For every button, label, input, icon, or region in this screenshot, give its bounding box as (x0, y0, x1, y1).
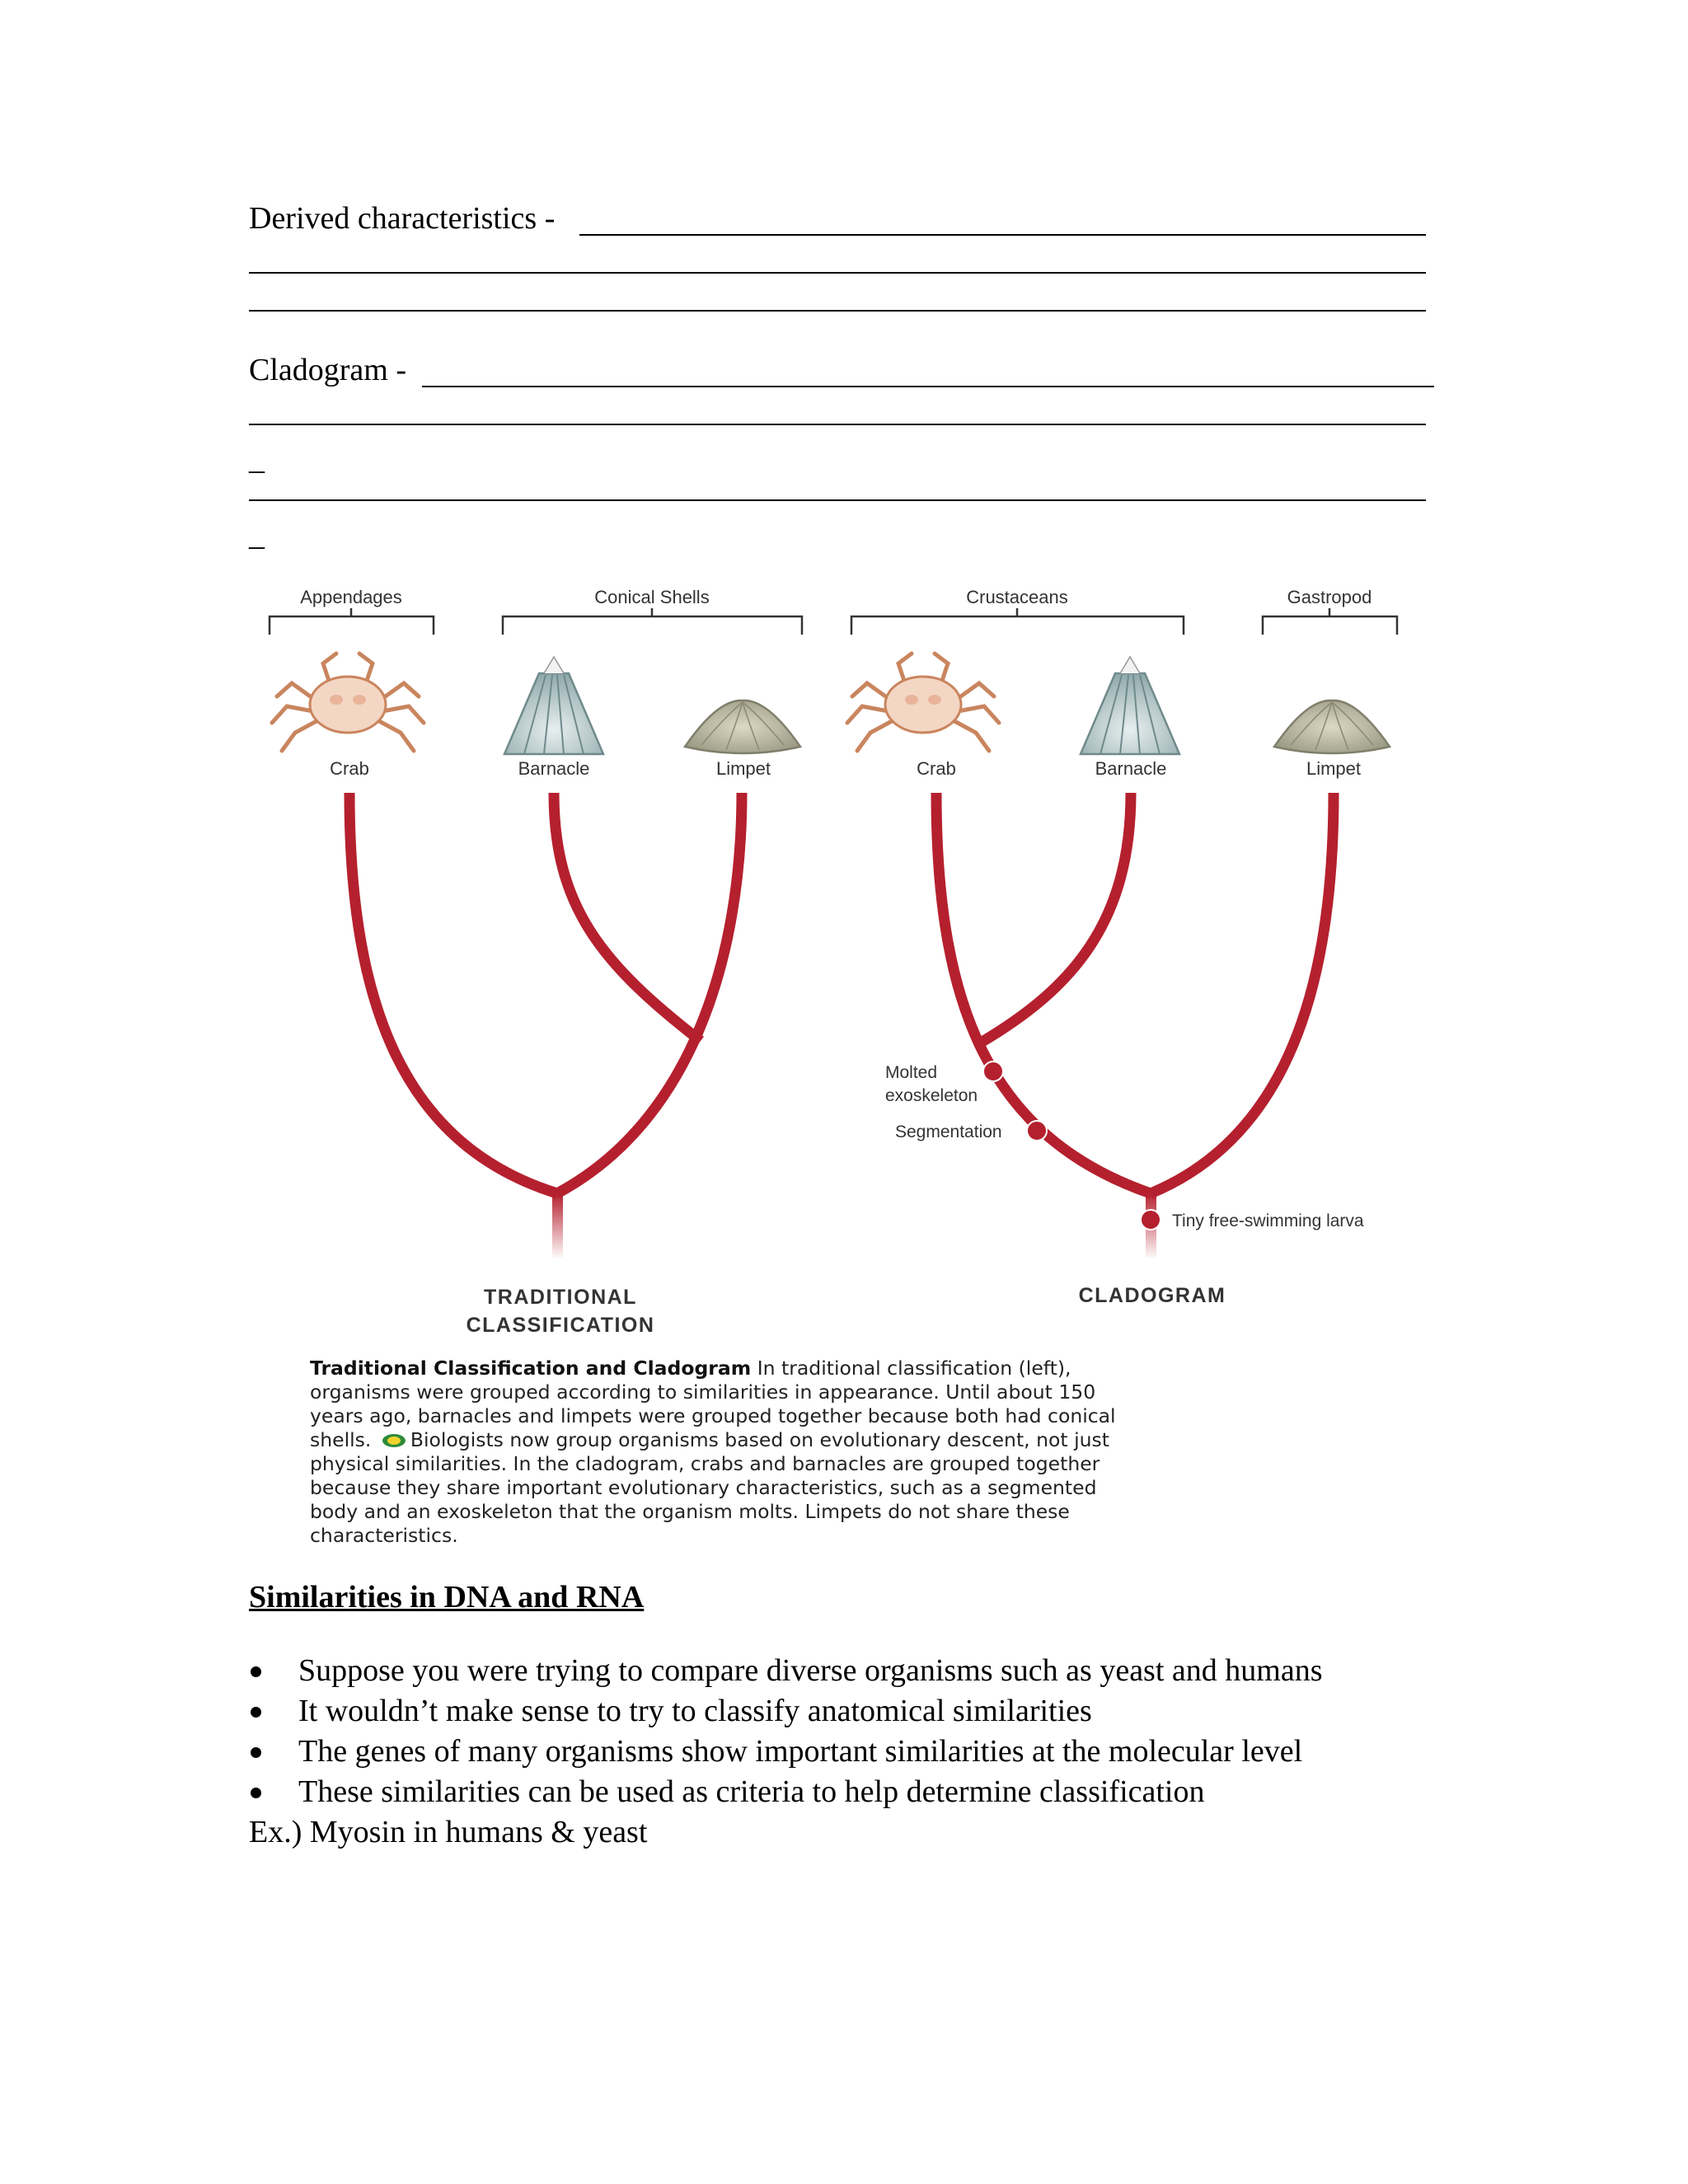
organism-label: Limpet (1306, 758, 1361, 779)
traditional-root (552, 1193, 563, 1259)
organism-label: Limpet (716, 758, 771, 779)
bullet-icon (251, 1707, 261, 1718)
traditional-title: TRADITIONAL (484, 1286, 637, 1309)
trait-label: Tiny free-swimming larva (1172, 1212, 1364, 1230)
molted-exoskeleton-marker (983, 1062, 1003, 1081)
group-label: Crustaceans (966, 587, 1068, 607)
cladogram-title: CLADOGRAM (1079, 1284, 1226, 1307)
figure-caption: Traditional Classification and Cladogram… (310, 1357, 1134, 1548)
list-item-text: Suppose you were trying to compare diver… (298, 1655, 1322, 1686)
blank-mark: _ (249, 519, 265, 551)
caption-title: Traditional Classification and Cladogram (310, 1357, 751, 1380)
crab-illustration (847, 654, 999, 751)
organism-label: Barnacle (1095, 758, 1167, 779)
group-label: Conical Shells (594, 587, 709, 607)
larva-marker (1141, 1210, 1160, 1230)
answer-line (249, 499, 1426, 501)
trait-label: Molted (885, 1063, 937, 1082)
derived-characteristics-label: Derived characteristics - (249, 203, 555, 234)
bracket-crustaceans (851, 608, 1184, 635)
answer-line (249, 272, 1426, 274)
organism-label: Barnacle (518, 758, 590, 779)
answer-line (579, 234, 1426, 236)
segmentation-marker (1027, 1121, 1047, 1141)
limpet-illustration (1274, 701, 1390, 753)
organism-label: Crab (330, 758, 369, 779)
answer-line (249, 310, 1426, 312)
example-text: Ex.) Myosin in humans & yeast (249, 1816, 647, 1848)
answer-line (422, 386, 1434, 387)
cladogram-label: Cladogram - (249, 354, 406, 386)
bracket-appendages (270, 608, 434, 635)
bracket-conical-shells (503, 608, 802, 635)
crab-illustration (272, 654, 424, 751)
barnacle-illustration (1081, 657, 1179, 754)
bullet-icon (251, 1666, 261, 1677)
bullet-icon (251, 1747, 261, 1758)
blank-mark: _ (249, 443, 265, 475)
answer-line (249, 424, 1426, 425)
caption-text: Biologists now group organisms based on … (310, 1428, 1109, 1547)
list-item-text: It wouldn’t make sense to try to classif… (298, 1695, 1092, 1727)
limpet-illustration (685, 701, 800, 753)
biology-icon (381, 1432, 407, 1449)
barnacle-illustration (504, 657, 603, 754)
list-item-text: The genes of many organisms show importa… (298, 1736, 1302, 1767)
list-item-text: These similarities can be used as criter… (298, 1776, 1204, 1807)
trait-label: exoskeleton (885, 1086, 978, 1105)
section-heading: Similarities in DNA and RNA (249, 1579, 644, 1615)
bracket-gastropod (1263, 608, 1397, 635)
group-label: Appendages (300, 587, 402, 607)
bullet-icon (251, 1788, 261, 1798)
organism-label: Crab (917, 758, 956, 779)
trait-label: Segmentation (895, 1122, 1002, 1141)
group-label: Gastropod (1287, 587, 1372, 607)
traditional-title: CLASSIFICATION (467, 1314, 655, 1337)
traditional-tree (349, 793, 742, 1193)
